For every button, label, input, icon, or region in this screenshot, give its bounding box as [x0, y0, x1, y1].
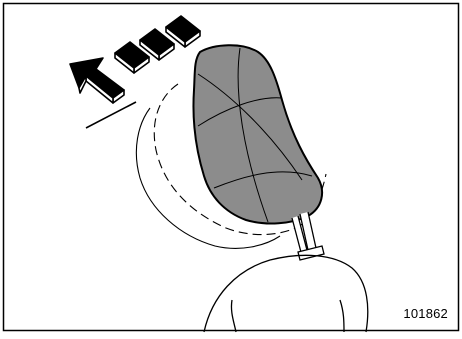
- cushion-seam: [197, 73, 303, 181]
- headrest-stays: [291, 211, 325, 261]
- seatback-seam-left: [230, 299, 237, 333]
- forward-motion-arrow-icon: [69, 15, 201, 129]
- arrow-segment: [114, 41, 150, 74]
- seatback-seam-right: [339, 299, 345, 333]
- cushion-seam: [197, 97, 283, 127]
- cushion-seam: [213, 171, 313, 189]
- arrow-base-edge: [85, 101, 137, 129]
- headrest-outline-middle: [153, 83, 301, 236]
- seatback-outline: [203, 254, 369, 333]
- figure-frame: [2, 2, 460, 332]
- arrow-head: [69, 57, 125, 104]
- headrest-cushion: [192, 44, 324, 225]
- cushion-seam: [237, 47, 269, 223]
- headrest-stay-guide: [297, 245, 325, 261]
- arrow-segment: [139, 28, 175, 61]
- headrest-outline-rear: [135, 107, 281, 249]
- arrow-segment: [165, 15, 201, 48]
- seatback: [203, 254, 369, 333]
- figure-number: 101862: [403, 306, 448, 321]
- headrest-forward-position: [192, 44, 324, 225]
